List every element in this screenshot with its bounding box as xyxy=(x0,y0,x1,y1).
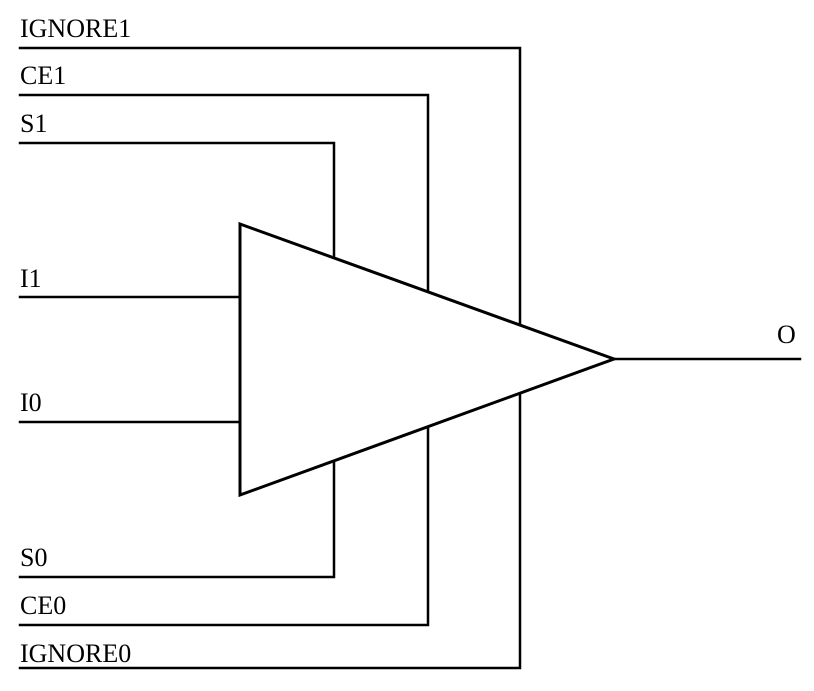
pin-label-i1: I1 xyxy=(20,264,42,293)
pin-label-ce0: CE0 xyxy=(20,591,66,620)
pin-label-ignore1: IGNORE1 xyxy=(20,14,131,43)
pin-label-o: O xyxy=(777,320,796,349)
pin-label-ce1: CE1 xyxy=(20,61,66,90)
pin-label-i0: I0 xyxy=(20,388,42,417)
ce1-wire xyxy=(18,93,430,293)
pin-label-s0: S0 xyxy=(20,543,47,572)
pin-label-ignore0: IGNORE0 xyxy=(20,639,131,668)
buffer-triangle xyxy=(238,221,619,498)
ce0-wire xyxy=(18,426,430,627)
s1-wire xyxy=(18,141,336,259)
ignore0-wire xyxy=(18,393,522,670)
ignore1-wire xyxy=(18,46,522,325)
pin-label-s1: S1 xyxy=(20,109,47,138)
s0-wire xyxy=(18,459,336,579)
